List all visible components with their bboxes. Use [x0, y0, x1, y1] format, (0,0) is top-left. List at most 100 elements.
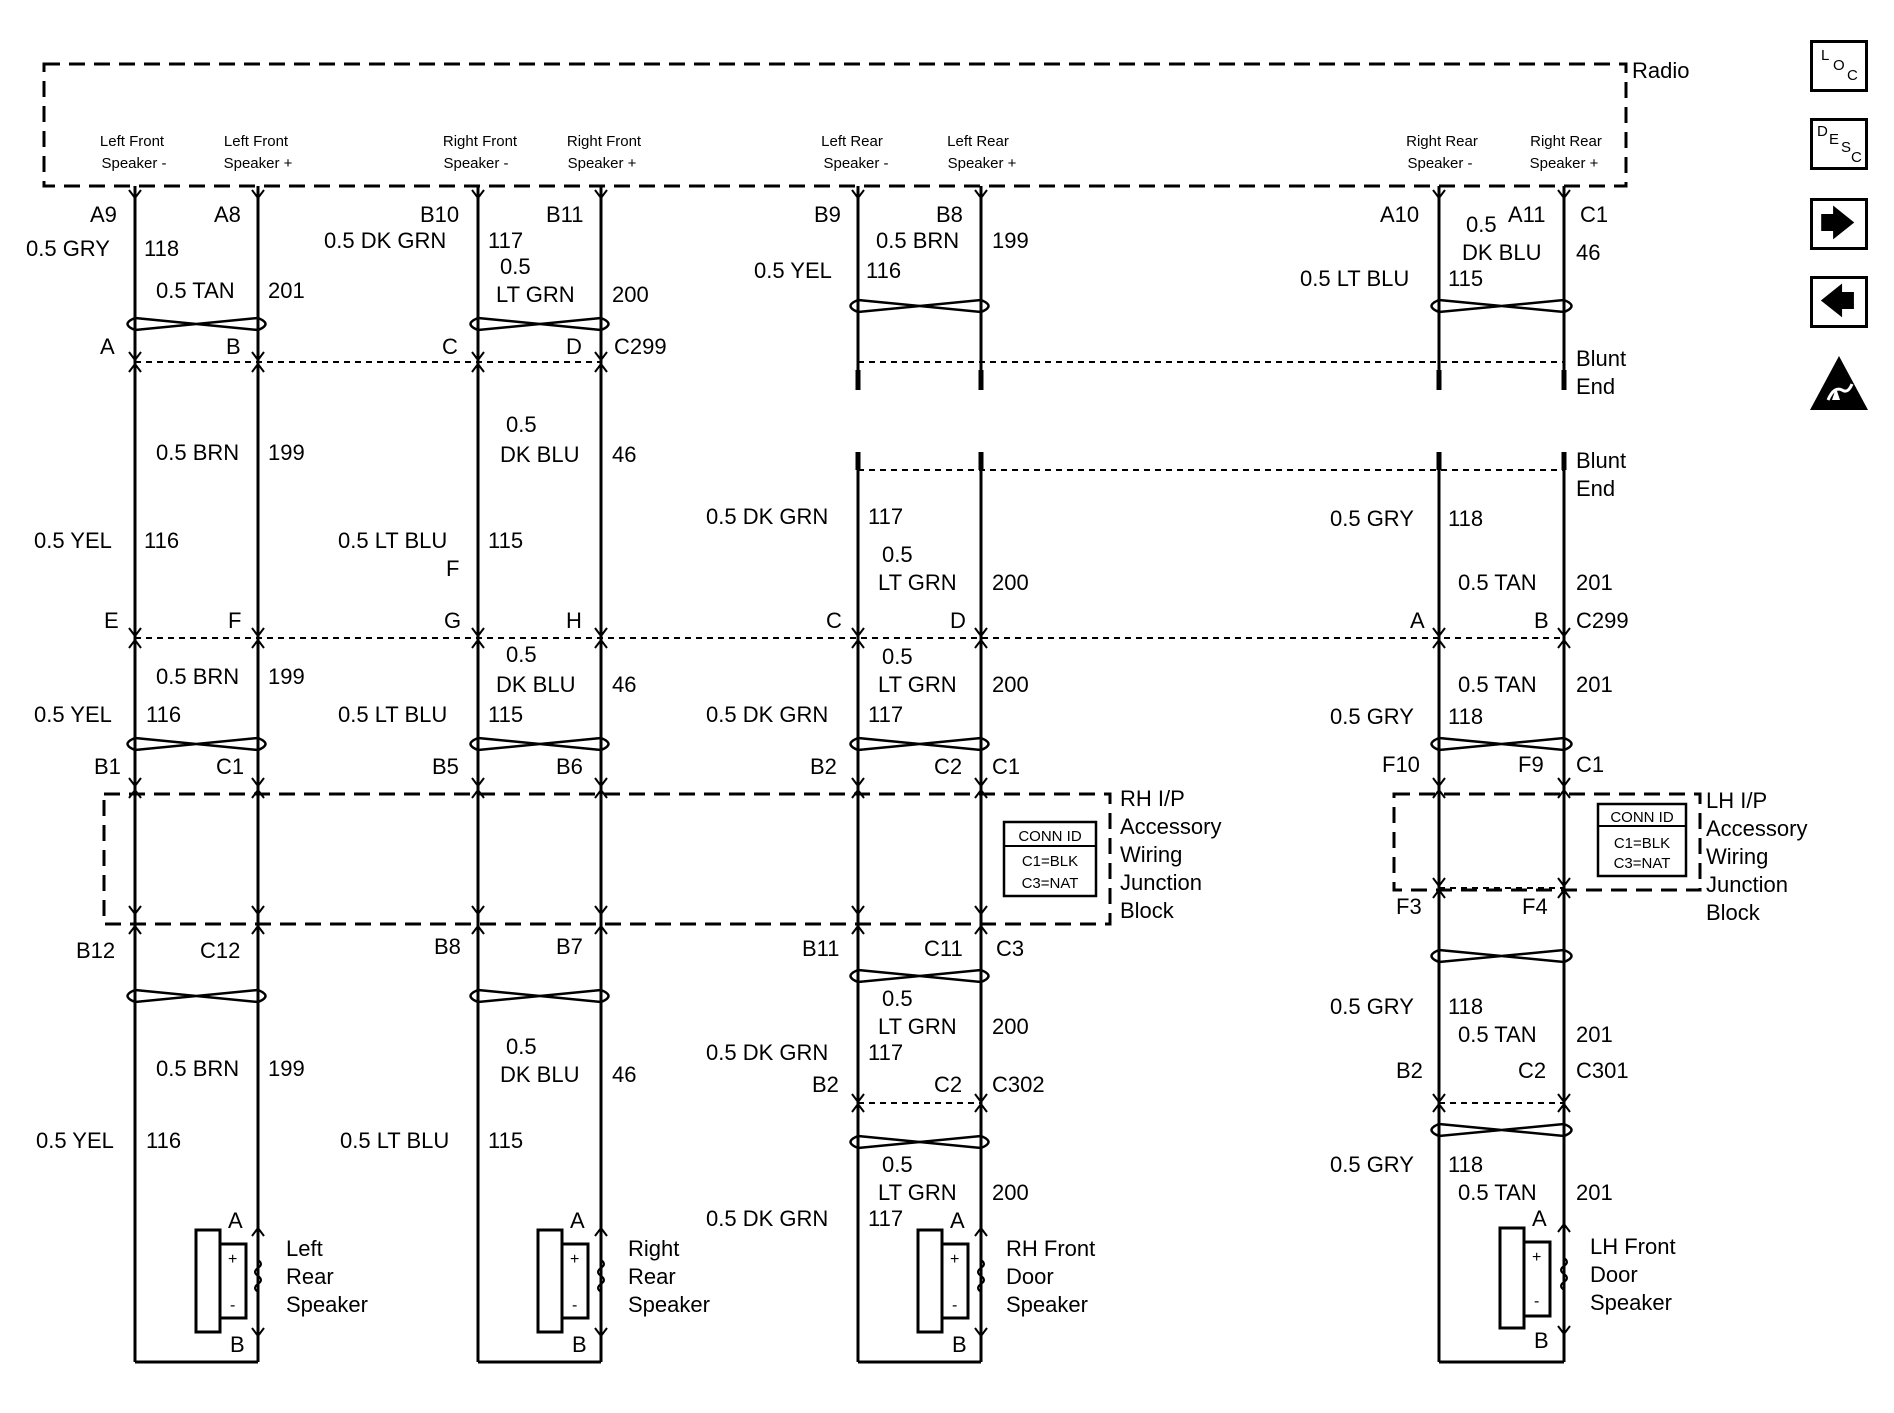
diagram-labels: A9 A8 B10 B11 B9 B8 A10 A11 C1 0.5 GRY 1… — [26, 202, 1807, 1357]
wire-number: 116 — [144, 528, 179, 553]
wire-color: DK BLU — [496, 672, 575, 697]
wire-color: LT GRN — [878, 1014, 957, 1039]
speaker-pin: B — [952, 1332, 967, 1357]
pin-label: H — [566, 608, 582, 633]
connector-id: C301 — [1576, 1058, 1629, 1083]
wire-color: 0.5 TAN — [1458, 570, 1537, 595]
wire-color: 0.5 — [882, 542, 913, 567]
radio-label: Radio — [1632, 58, 1689, 83]
terminal-label: B11 — [546, 202, 584, 227]
terminal-label: B8 — [936, 202, 963, 227]
wire-number: 201 — [1576, 1180, 1613, 1205]
pin-label: C2 — [934, 1072, 962, 1097]
wire-number: 201 — [268, 278, 305, 303]
wire-color: 0.5 BRN — [156, 440, 239, 465]
wire-color: 0.5 GRY — [26, 236, 110, 261]
wire-color: 0.5 — [1466, 212, 1497, 237]
wire-number: 115 — [488, 702, 523, 727]
speaker-label: Speaker — [1590, 1290, 1672, 1315]
wire-color: 0.5 DK GRN — [324, 228, 446, 253]
pin-label: D — [950, 608, 966, 633]
blunt-end-label: Blunt — [1576, 346, 1626, 371]
wire-number: 115 — [488, 528, 523, 553]
terminal-label: A8 — [214, 202, 241, 227]
pin-label: B6 — [556, 754, 583, 779]
speaker-label: Rear — [628, 1264, 676, 1289]
pin-label: Speaker - — [443, 155, 508, 172]
terminal-label: A11 — [1508, 202, 1546, 227]
pin-label: Speaker + — [224, 155, 293, 172]
wire-color: DK BLU — [1462, 240, 1541, 265]
pin-label: C — [442, 334, 458, 359]
wire-color: 0.5 YEL — [36, 1128, 114, 1153]
desc-button[interactable]: D E S C — [1810, 118, 1868, 170]
radio-module-box — [42, 62, 1628, 188]
conn-id-title: CONN ID — [1018, 828, 1082, 845]
wire-color: 0.5 DK GRN — [706, 1040, 828, 1065]
wire-color: 0.5 BRN — [876, 228, 959, 253]
speaker-plus: + — [950, 1251, 959, 1268]
speaker-pin: B — [572, 1332, 587, 1357]
pin-label: B — [1534, 608, 1549, 633]
pin-label: A — [100, 334, 115, 359]
wire-color: 0.5 GRY — [1330, 994, 1414, 1019]
next-button[interactable]: 🡆 — [1810, 198, 1868, 250]
wire-number: 117 — [868, 702, 903, 727]
wire-number: 200 — [992, 1180, 1029, 1205]
loc-button[interactable]: L O C — [1810, 40, 1868, 92]
connector-id: C302 — [992, 1072, 1045, 1097]
rh-block-label: RH I/P — [1120, 786, 1185, 811]
wire-color: 0.5 YEL — [754, 258, 832, 283]
wire-color: LT GRN — [878, 672, 957, 697]
wire-color: 0.5 DK GRN — [706, 1206, 828, 1231]
wire-color: LT GRN — [878, 570, 957, 595]
speaker-label: Right — [628, 1236, 679, 1261]
wire-number: 46 — [1576, 240, 1600, 265]
arrow-left-icon: 🡄 — [1820, 283, 1856, 321]
speaker-symbols — [194, 1226, 1568, 1334]
arrow-right-icon: 🡆 — [1820, 205, 1856, 243]
pin-label: G — [444, 608, 461, 633]
lh-block-label: Accessory — [1706, 816, 1807, 841]
rh-junction-block-box — [102, 792, 1112, 926]
wire-number: 200 — [992, 1014, 1029, 1039]
pin-label: Left Rear — [821, 133, 883, 150]
blunt-ends — [855, 370, 1567, 470]
terminal-label: B10 — [420, 202, 459, 227]
pin-label: C2 — [934, 754, 962, 779]
wire-color: 0.5 YEL — [34, 528, 112, 553]
rh-block-label: Wiring — [1120, 842, 1182, 867]
wire-label: F — [446, 556, 459, 581]
rh-conn-id-box: CONN ID C1=BLK C3=NAT — [1002, 820, 1098, 898]
wire-number: 200 — [612, 282, 649, 307]
pin-label: Right Front — [443, 133, 518, 150]
wire-number: 201 — [1576, 672, 1613, 697]
conn-id-c3: C3=NAT — [1614, 855, 1671, 872]
wire-number: 199 — [268, 664, 305, 689]
connector-id: C1 — [1576, 752, 1604, 777]
wire-color: DK BLU — [500, 442, 579, 467]
pin-label: A — [1410, 608, 1425, 633]
speaker-minus: - — [230, 1297, 235, 1314]
pin-label: B2 — [810, 754, 837, 779]
wire-color: 0.5 YEL — [34, 702, 112, 727]
wire-number: 117 — [488, 228, 523, 253]
rh-block-label: Junction — [1120, 870, 1202, 895]
pin-label: Speaker + — [1530, 155, 1599, 172]
wire-number: 116 — [146, 1128, 181, 1153]
wire-color: 0.5 — [882, 1152, 913, 1177]
pin-label: F3 — [1396, 894, 1422, 919]
wire-color: DK BLU — [500, 1062, 579, 1087]
pin-label: Speaker - — [1407, 155, 1472, 172]
wire-color: 0.5 DK GRN — [706, 504, 828, 529]
wire-number: 201 — [1576, 1022, 1613, 1047]
wire-number: 118 — [1448, 704, 1483, 729]
connector-id: C299 — [1576, 608, 1629, 633]
pin-label: C11 — [924, 936, 963, 961]
previous-button[interactable]: 🡄 — [1810, 276, 1868, 328]
wire-number: 117 — [868, 504, 903, 529]
speaker-plus: + — [570, 1251, 579, 1268]
wire-color: LT GRN — [878, 1180, 957, 1205]
radio-pin-labels: Left Front Speaker - Left Front Speaker … — [100, 133, 1602, 172]
pin-label: Speaker + — [948, 155, 1017, 172]
